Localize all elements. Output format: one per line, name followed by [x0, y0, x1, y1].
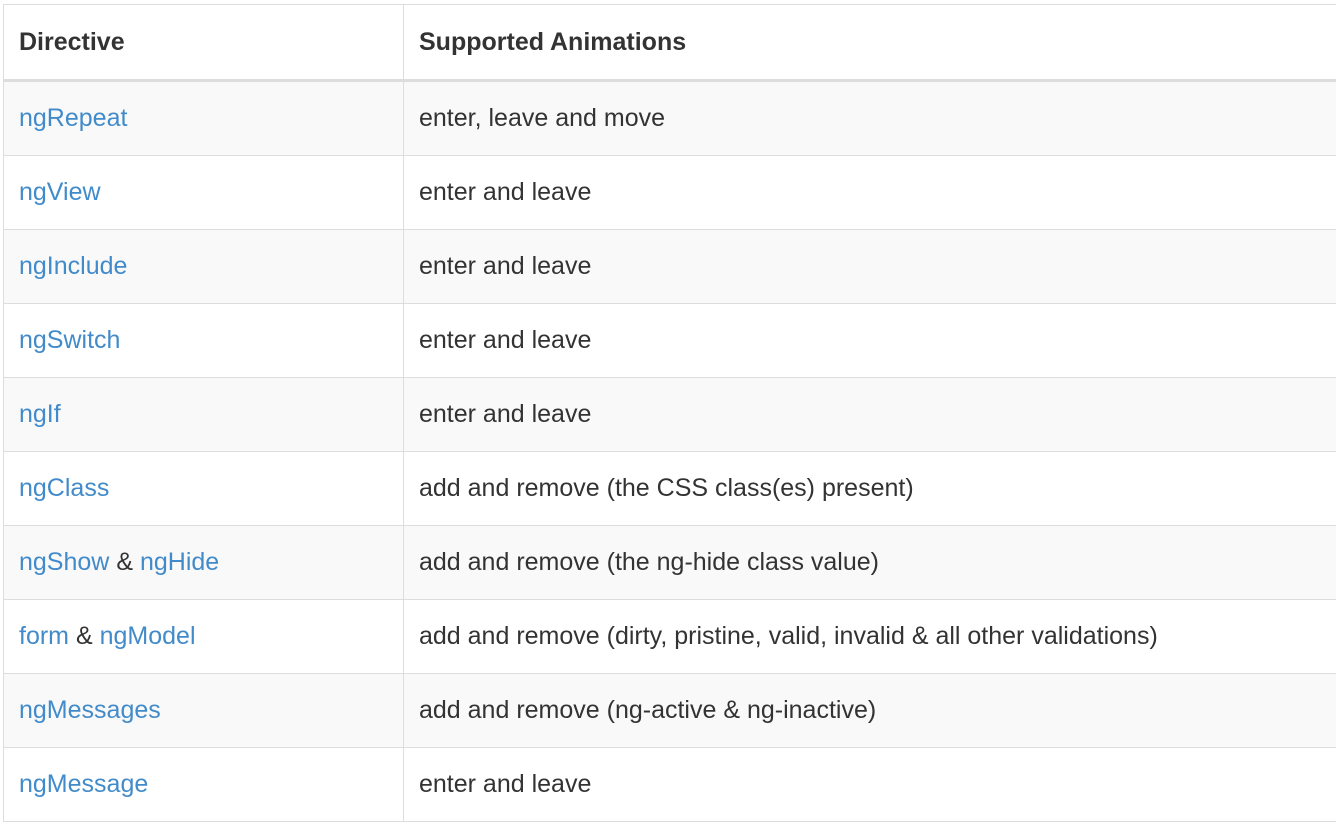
directive-cell: ngInclude: [3, 229, 404, 304]
directive-cell: ngShow & ngHide: [3, 525, 404, 600]
table-header-row: Directive Supported Animations: [3, 4, 1336, 82]
animations-cell: add and remove (dirty, pristine, valid, …: [403, 599, 1336, 674]
table-row: ngRepeat enter, leave and move: [3, 80, 1336, 156]
directive-link[interactable]: ngRepeat: [19, 104, 128, 132]
directive-link[interactable]: ngClass: [19, 474, 110, 502]
animations-cell: enter and leave: [403, 377, 1336, 452]
directive-cell: ngSwitch: [3, 303, 404, 378]
directive-link[interactable]: ngMessages: [19, 696, 161, 724]
table-row: ngMessages add and remove (ng-active & n…: [3, 673, 1336, 748]
table-row: ngShow & ngHide add and remove (the ng-h…: [3, 525, 1336, 600]
directive-cell: form & ngModel: [3, 599, 404, 674]
directive-link[interactable]: ngShow: [19, 548, 110, 576]
directive-cell: ngRepeat: [3, 80, 404, 156]
directive-link[interactable]: ngModel: [99, 622, 196, 650]
directive-link[interactable]: form: [19, 622, 69, 650]
directive-link[interactable]: ngIf: [19, 400, 61, 428]
table-row: ngSwitch enter and leave: [3, 303, 1336, 378]
table-row: ngView enter and leave: [3, 155, 1336, 230]
directive-cell: ngView: [3, 155, 404, 230]
ampersand-joiner: &: [75, 622, 93, 650]
header-supported-animations: Supported Animations: [403, 4, 1336, 82]
directive-cell: ngIf: [3, 377, 404, 452]
directive-cell: ngClass: [3, 451, 404, 526]
animations-cell: add and remove (the ng-hide class value): [403, 525, 1336, 600]
directive-link[interactable]: ngInclude: [19, 252, 128, 280]
directive-link[interactable]: ngMessage: [19, 770, 149, 798]
header-directive: Directive: [3, 4, 404, 82]
table-row: ngIf enter and leave: [3, 377, 1336, 452]
directive-cell: ngMessage: [3, 747, 404, 822]
animations-cell: enter and leave: [403, 155, 1336, 230]
ampersand-joiner: &: [116, 548, 133, 576]
directive-link[interactable]: ngHide: [139, 548, 220, 576]
directives-animations-table: Directive Supported Animations ngRepeat …: [3, 4, 1336, 822]
animations-cell: enter and leave: [403, 303, 1336, 378]
animations-cell: add and remove (ng-active & ng-inactive): [403, 673, 1336, 748]
animations-cell: enter and leave: [403, 229, 1336, 304]
table-row: ngMessage enter and leave: [3, 747, 1336, 822]
directive-link[interactable]: ngSwitch: [19, 326, 121, 354]
animations-cell: add and remove (the CSS class(es) presen…: [403, 451, 1336, 526]
directive-link[interactable]: ngView: [19, 178, 101, 206]
table-row: ngClass add and remove (the CSS class(es…: [3, 451, 1336, 526]
table-row: ngInclude enter and leave: [3, 229, 1336, 304]
table-row: form & ngModel add and remove (dirty, pr…: [3, 599, 1336, 674]
animations-cell: enter and leave: [403, 747, 1336, 822]
directive-cell: ngMessages: [3, 673, 404, 748]
animations-cell: enter, leave and move: [403, 80, 1336, 156]
